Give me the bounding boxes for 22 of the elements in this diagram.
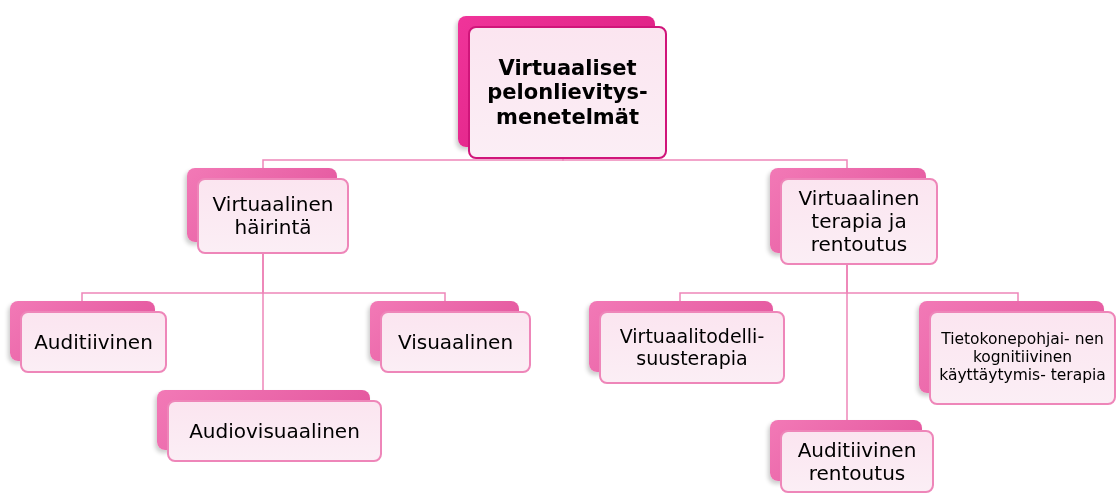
connector-line — [846, 264, 848, 421]
process-box — [157, 390, 382, 462]
box-label: Virtuaaliset pelonlievitys- menetelmät — [486, 56, 649, 129]
process-box — [770, 168, 938, 265]
box-label: Virtuaalitodelli- suusterapia — [618, 325, 766, 370]
connector-line — [262, 158, 564, 169]
process-box — [370, 301, 531, 373]
box-label: Virtuaalinen terapia ja rentoutus — [797, 187, 921, 256]
box-label: Tietokonepohjai- nen kognitiivinen käyttäytymis- terapia — [938, 331, 1107, 385]
process-box — [187, 168, 349, 254]
box-label: Audiovisuaalinen — [189, 419, 360, 443]
box-label: Virtuaalinen häirintä — [211, 193, 335, 239]
process-box — [770, 420, 934, 493]
box-label: Visuaalinen — [397, 330, 514, 354]
process-box — [458, 16, 667, 159]
process-box — [10, 301, 167, 373]
connector-line — [262, 253, 264, 391]
process-box — [589, 301, 785, 384]
process-box — [919, 301, 1116, 405]
connector-line — [562, 158, 848, 169]
box-label: Auditiivinen — [34, 330, 153, 354]
box-label: Auditiivinen rentoutus — [796, 438, 918, 485]
